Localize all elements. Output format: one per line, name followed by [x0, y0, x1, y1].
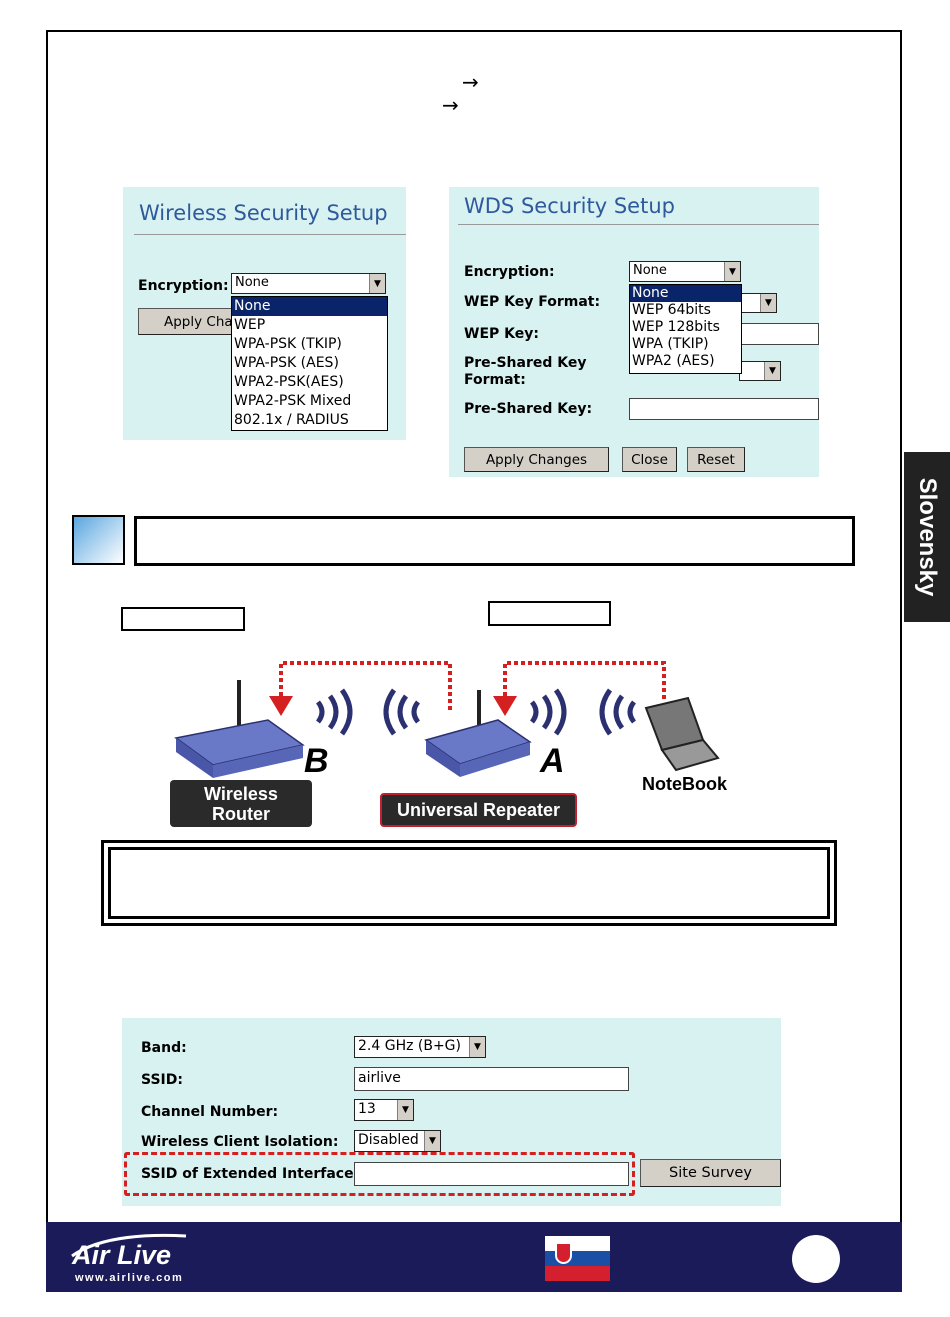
- encryption-label: Encryption:: [138, 278, 229, 294]
- wds-security-panel: WDS Security Setup Encryption: WEP Key F…: [449, 187, 819, 477]
- dropdown-option[interactable]: WPA-PSK (AES): [234, 355, 339, 371]
- encryption-label: Encryption:: [464, 264, 555, 280]
- encryption-dropdown-list: None WEP WPA-PSK (TKIP) WPA-PSK (AES) WP…: [231, 296, 388, 431]
- airlive-logo: Air Live www.airlive.com: [66, 1230, 228, 1286]
- isolation-select[interactable]: Disabled ▼: [354, 1130, 441, 1152]
- highlight-dashed-box: [124, 1152, 635, 1196]
- label-box: [121, 607, 245, 631]
- divider: [458, 224, 819, 225]
- wep-key-format-select[interactable]: ▼: [739, 293, 777, 313]
- dropdown-option[interactable]: None: [232, 297, 387, 316]
- repeater-diagram: B A NoteBook Wireless Router Universal R…: [168, 660, 734, 828]
- wireless-settings-panel: Band: 2.4 GHz (B+G) ▼ SSID: airlive Chan…: [122, 1018, 781, 1206]
- divider: [134, 234, 406, 235]
- router-label-line1: Wireless: [204, 784, 278, 804]
- reset-button[interactable]: Reset: [687, 447, 745, 472]
- psk-format-select[interactable]: ▼: [739, 361, 781, 381]
- wep-key-label: WEP Key:: [464, 326, 539, 342]
- panel-title: Wireless Security Setup: [139, 201, 388, 225]
- label-a: A: [540, 742, 565, 780]
- isolation-label: Wireless Client Isolation:: [141, 1134, 339, 1150]
- note-box-inner: [108, 847, 830, 919]
- universal-repeater-badge: Universal Repeater: [380, 793, 577, 827]
- notebook-label: NoteBook: [642, 774, 727, 794]
- slovakia-flag-icon: [545, 1236, 610, 1281]
- ssid-input[interactable]: airlive: [354, 1067, 629, 1091]
- section-icon-box: [72, 515, 125, 565]
- dropdown-option[interactable]: WPA2-PSK Mixed: [234, 393, 352, 409]
- apply-changes-button[interactable]: Apply Changes: [138, 308, 233, 335]
- psk-label: Pre-Shared Key:: [464, 401, 593, 417]
- wep-key-format-label: WEP Key Format:: [464, 294, 601, 310]
- wep-key-input[interactable]: [741, 323, 819, 345]
- dropdown-option[interactable]: 802.1x / RADIUS: [234, 412, 349, 428]
- ext-ssid-label: SSID of Extended Interface:: [141, 1166, 360, 1182]
- logo-swoosh-icon: [71, 1233, 187, 1258]
- arrow-right-icon: →: [462, 70, 479, 94]
- dropdown-option[interactable]: WPA2-PSK(AES): [234, 374, 344, 390]
- chevron-down-icon: ▼: [369, 274, 385, 293]
- chevron-down-icon: ▼: [760, 294, 776, 312]
- band-label: Band:: [141, 1040, 187, 1056]
- band-select[interactable]: 2.4 GHz (B+G) ▼: [354, 1036, 486, 1058]
- dropdown-option[interactable]: WPA (TKIP): [632, 336, 709, 352]
- label-b: B: [304, 742, 329, 780]
- encryption-value: None: [235, 275, 269, 290]
- channel-value: 13: [358, 1101, 376, 1117]
- dropdown-option[interactable]: WPA-PSK (TKIP): [234, 336, 342, 352]
- chevron-down-icon: ▼: [469, 1037, 485, 1057]
- dropdown-option[interactable]: None: [630, 285, 741, 302]
- logo-text: Air Live: [72, 1240, 172, 1270]
- flag-shield: [555, 1242, 572, 1264]
- dropdown-option[interactable]: WEP: [234, 317, 266, 333]
- ext-ssid-input[interactable]: [354, 1162, 629, 1186]
- footer-bar: Air Live www.airlive.com: [46, 1222, 902, 1292]
- dropdown-option[interactable]: WEP 64bits: [632, 302, 711, 318]
- isolation-value: Disabled: [358, 1132, 419, 1148]
- section-heading-box: [134, 516, 855, 566]
- close-button[interactable]: Close: [622, 447, 677, 472]
- psk-input[interactable]: [629, 398, 819, 420]
- band-value: 2.4 GHz (B+G): [358, 1038, 461, 1054]
- logo-url: www.airlive.com: [75, 1272, 184, 1284]
- site-survey-button[interactable]: Site Survey: [640, 1159, 781, 1187]
- chevron-down-icon: ▼: [724, 262, 740, 281]
- channel-select[interactable]: 13 ▼: [354, 1099, 414, 1121]
- chevron-down-icon: ▼: [424, 1131, 440, 1151]
- side-tab-label: Slovensky: [914, 477, 941, 597]
- language-side-tab: Slovensky: [904, 452, 950, 622]
- encryption-select[interactable]: None ▼: [231, 273, 386, 294]
- encryption-value: None: [633, 263, 667, 278]
- page-number-circle: [792, 1235, 840, 1283]
- wds-encryption-select[interactable]: None ▼: [629, 261, 741, 282]
- note-box: [101, 840, 837, 926]
- panel-title: WDS Security Setup: [464, 194, 675, 218]
- chevron-down-icon: ▼: [764, 362, 780, 380]
- chevron-down-icon: ▼: [397, 1100, 413, 1120]
- wireless-security-panel: Wireless Security Setup Encryption: None…: [123, 187, 406, 440]
- channel-label: Channel Number:: [141, 1104, 279, 1120]
- ssid-label: SSID:: [141, 1072, 183, 1088]
- diagram-graphics: [174, 661, 720, 778]
- dropdown-option[interactable]: WPA2 (AES): [632, 353, 715, 369]
- router-label-line2: Router: [212, 804, 270, 824]
- wds-encryption-dropdown-list: None WEP 64bits WEP 128bits WPA (TKIP) W…: [629, 284, 742, 374]
- dropdown-option[interactable]: WEP 128bits: [632, 319, 720, 335]
- label-box: [488, 601, 611, 626]
- psk-format-label: Pre-Shared Key Format:: [464, 355, 587, 388]
- arrow-right-icon: →: [442, 93, 459, 117]
- wireless-router-badge: Wireless Router: [170, 780, 312, 827]
- apply-changes-button[interactable]: Apply Changes: [464, 447, 609, 472]
